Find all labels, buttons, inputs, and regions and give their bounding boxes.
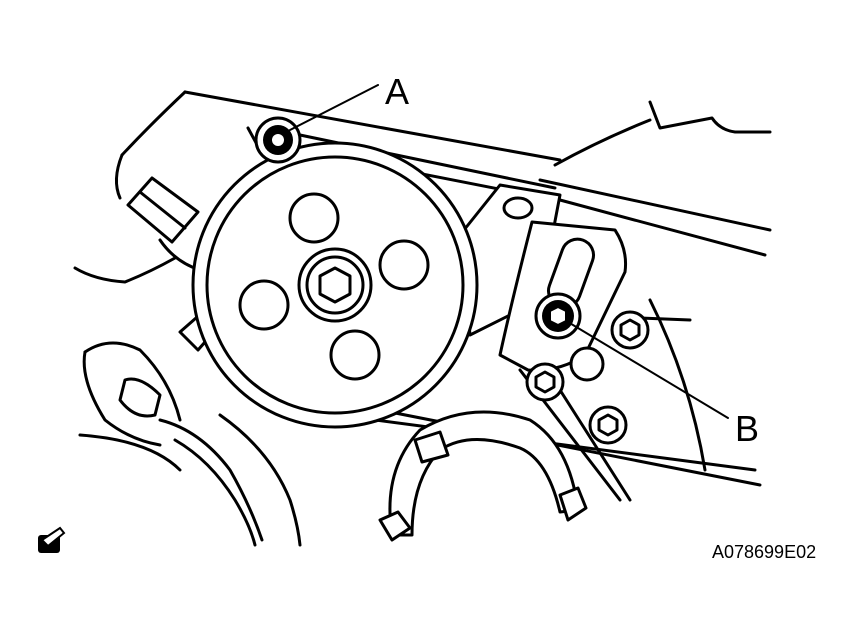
pump-pulley	[191, 141, 479, 429]
hose-fitting	[126, 176, 202, 272]
callout-label-b: B	[735, 408, 759, 449]
bolt-b	[534, 292, 582, 340]
tool-wrench-icon	[38, 526, 66, 553]
hoses	[78, 341, 302, 547]
leader-lines	[289, 84, 729, 419]
bolt-a	[254, 116, 302, 164]
callout-label-a: A	[385, 71, 409, 112]
lower-housing	[378, 410, 588, 542]
figure-code: A078699E02	[712, 542, 816, 562]
hex-bolts	[525, 310, 650, 445]
